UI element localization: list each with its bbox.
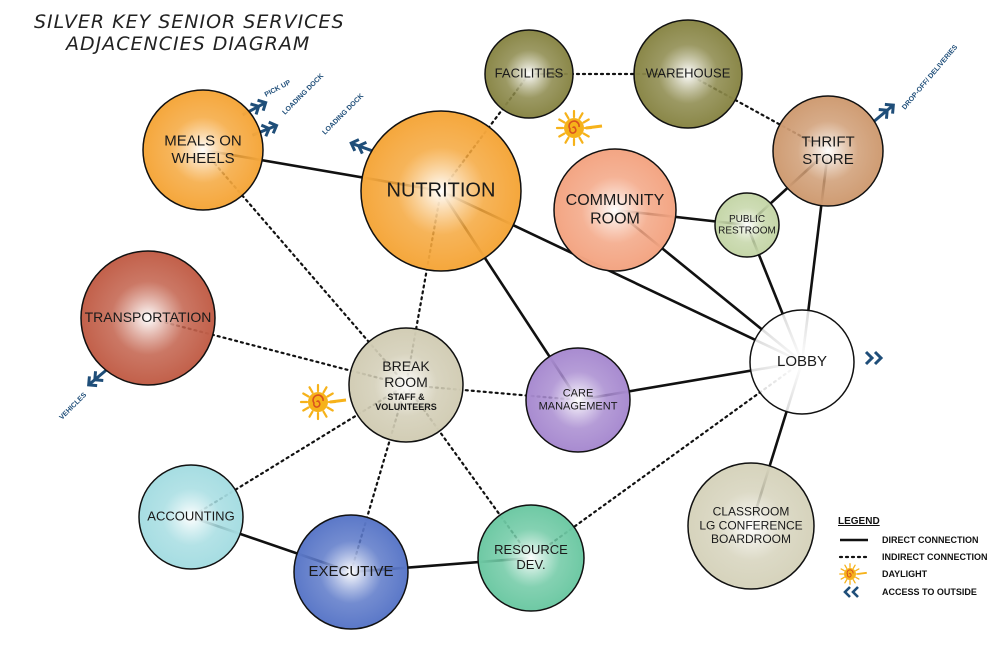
legend-sun-icon <box>839 563 867 585</box>
diagram-title-line1: SILVER KEY SENIOR SERVICES <box>34 11 345 33</box>
node-classroom-label: BOARDROOM <box>711 532 791 546</box>
node-classroom-label: CLASSROOM <box>713 505 790 519</box>
daylight-sun-breakroom <box>299 383 347 421</box>
vehicles-arrow <box>87 366 110 388</box>
node-restroom-circle <box>714 192 780 258</box>
legend-access-icon <box>843 586 859 598</box>
node-care-label: CARE <box>563 388 594 400</box>
node-care-label: MANAGEMENT <box>539 400 618 412</box>
node-executive-circle <box>293 514 409 630</box>
node-thrift-circle <box>772 95 884 207</box>
dropoff-label: DROP-OFF/ DELIVERIES <box>901 44 959 112</box>
node-breakroom-sublabel: STAFF & <box>387 392 425 402</box>
connection-resource-lobby <box>529 360 804 560</box>
node-breakroom-circle <box>348 327 464 443</box>
node-executive-label: EXECUTIVE <box>308 563 393 580</box>
daylight-sun-community <box>555 109 603 147</box>
diagram-title-line2: ADJACENCIES DIAGRAM <box>64 33 310 55</box>
legend-daylight-text: DAYLIGHT <box>882 569 928 579</box>
node-breakroom-label: BREAK <box>382 358 430 374</box>
node-community-circle <box>553 148 677 272</box>
node-breakroom-label: ROOM <box>384 374 428 390</box>
node-facilities: FACILITIES <box>484 29 574 119</box>
node-transportation: TRANSPORTATION <box>80 250 216 386</box>
node-warehouse: WAREHOUSE <box>633 19 743 129</box>
node-meals-label: MEALS ON <box>164 133 242 150</box>
legend-access-text: ACCESS TO OUTSIDE <box>882 587 977 597</box>
node-facilities-label: FACILITIES <box>495 66 564 81</box>
pickup-label: PICK UP <box>264 79 293 99</box>
node-transportation-circle <box>80 250 216 386</box>
dropoff-arrow <box>872 102 895 124</box>
node-warehouse-circle <box>633 19 743 129</box>
node-community-label: COMMUNITY <box>566 192 665 209</box>
node-nutrition: NUTRITION <box>360 110 522 272</box>
node-community: COMMUNITY ROOM <box>553 148 677 272</box>
node-transportation-label: TRANSPORTATION <box>85 309 212 325</box>
node-executive: EXECUTIVE <box>293 514 409 630</box>
legend-direct-text: DIRECT CONNECTION <box>882 535 979 545</box>
node-meals-circle <box>142 89 264 211</box>
node-accounting-label: ACCOUNTING <box>147 509 234 524</box>
node-breakroom-sublabel: VOLUNTEERS <box>375 402 437 412</box>
node-resource-circle <box>477 504 585 612</box>
node-facilities-circle <box>484 29 574 119</box>
legend-title: LEGEND <box>838 516 880 527</box>
node-classroom-label: LG CONFERENCE <box>699 518 802 532</box>
node-warehouse-label: WAREHOUSE <box>646 66 731 81</box>
nutrition-loading-dock-label: LOADING DOCK <box>321 93 365 137</box>
legend: LEGEND DIRECT CONNECTION INDIRECT CONNEC… <box>838 516 988 598</box>
node-accounting: ACCOUNTING <box>138 464 244 570</box>
legend-indirect-text: INDIRECT CONNECTION <box>882 552 988 562</box>
node-lobby-label: LOBBY <box>777 353 827 370</box>
node-resource-label: RESOURCE <box>494 542 568 557</box>
node-community-label: ROOM <box>590 211 640 228</box>
node-thrift-label: THRIFT <box>801 134 854 151</box>
node-lobby: LOBBY <box>749 309 855 415</box>
node-lobby-circle <box>749 309 855 415</box>
node-restroom-label: RESTROOM <box>718 226 776 237</box>
node-nutrition-label: NUTRITION <box>387 180 496 202</box>
node-meals-label: WHEELS <box>171 150 234 167</box>
node-classroom-circle <box>687 462 815 590</box>
lobby-exit-arrow <box>864 350 884 366</box>
node-resource-label: DEV. <box>516 557 545 572</box>
node-nutrition-circle <box>360 110 522 272</box>
node-restroom-label: PUBLIC <box>729 214 765 225</box>
node-care-circle <box>525 347 631 453</box>
vehicles-label: VEHICLES <box>58 391 88 421</box>
node-accounting-circle <box>138 464 244 570</box>
node-thrift-label: STORE <box>802 151 853 168</box>
